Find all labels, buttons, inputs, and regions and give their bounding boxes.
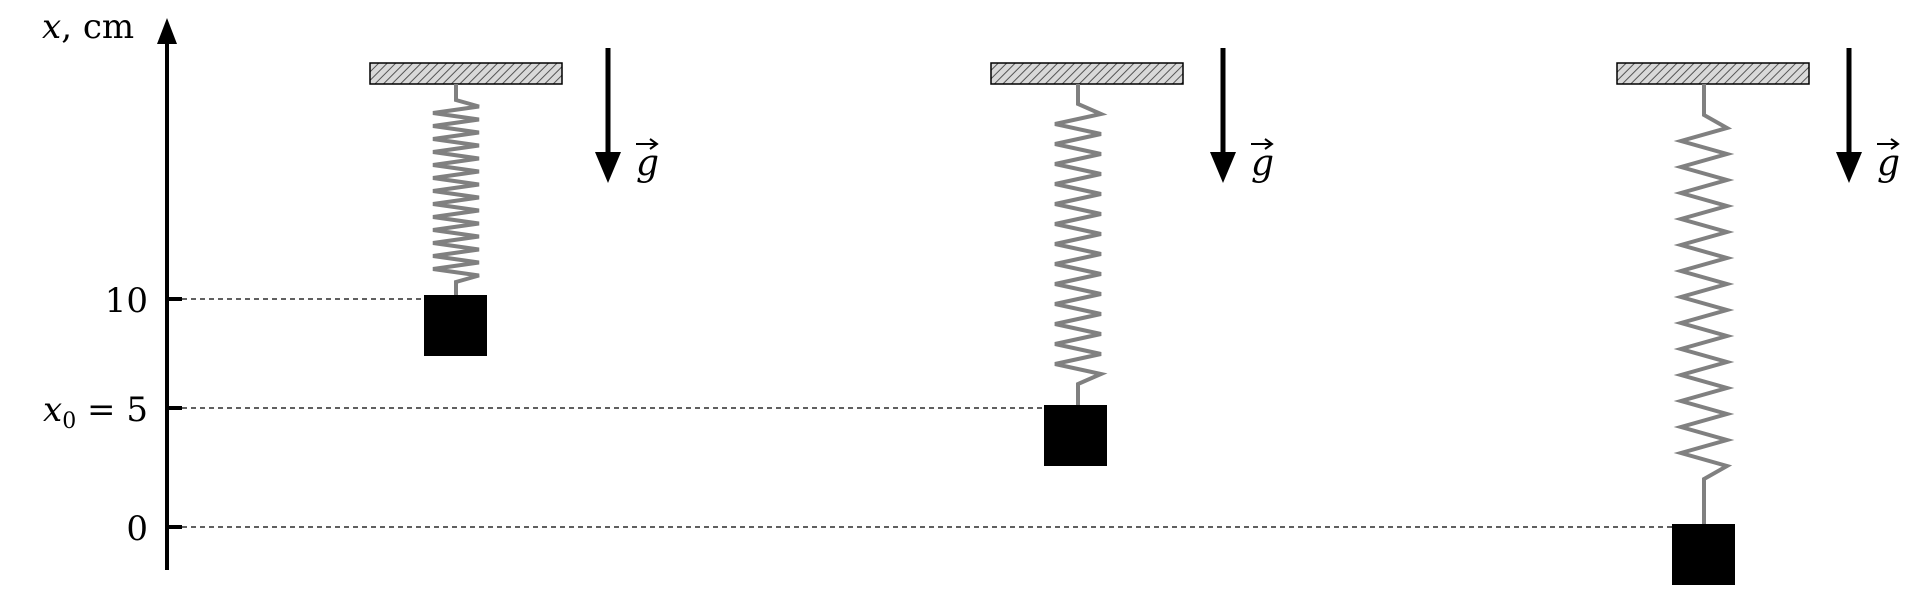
x-axis-unit: cm — [83, 7, 134, 47]
x-axis-label: x, cm — [42, 7, 134, 47]
gravity-arrow-head — [1836, 152, 1862, 183]
gravity-arrow-head — [1210, 152, 1236, 183]
spring — [1054, 84, 1108, 405]
x-axis-variable: x — [42, 7, 61, 47]
gravity-arrow-head — [595, 152, 621, 183]
tick-label-x0: x0 = 5 — [43, 390, 148, 434]
hanging-mass — [1044, 405, 1107, 466]
tick-label-0: 0 — [126, 509, 148, 549]
ceiling-support — [1616, 62, 1810, 85]
tick-0: 0 — [126, 509, 1672, 549]
ceiling-support — [990, 62, 1184, 85]
tick-10: 10 — [105, 281, 425, 321]
gravity-label: g — [636, 143, 659, 184]
vector-arrow-icon — [1877, 138, 1900, 150]
spring — [1673, 84, 1735, 524]
x-axis: x, cm — [42, 7, 177, 570]
gravity-label: g — [1251, 143, 1274, 184]
hanging-mass — [1672, 524, 1735, 585]
hanging-mass — [424, 295, 487, 356]
setup-left: g — [369, 48, 659, 356]
setup-right: g — [1616, 48, 1900, 585]
tick-5: x0 = 5 — [43, 390, 1044, 434]
vector-arrow-icon — [1251, 138, 1274, 150]
tick-label-10: 10 — [105, 281, 148, 321]
setup-middle: g — [990, 48, 1274, 466]
vector-arrow-icon — [636, 138, 659, 150]
ceiling-support — [369, 62, 563, 85]
spring — [432, 84, 480, 295]
gravity-label: g — [1877, 143, 1900, 184]
x-axis-arrowhead — [157, 18, 177, 44]
